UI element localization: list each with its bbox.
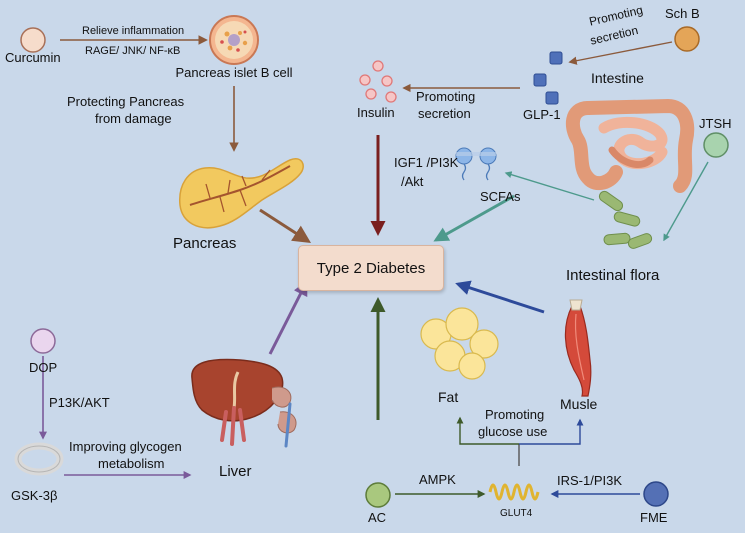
arrow-glut4-fat [456, 416, 519, 445]
protecting-pancreas-label-1: Protecting Pancreas [67, 94, 185, 109]
glp1-icon [533, 51, 563, 105]
igf1-label-2: /Akt [401, 174, 424, 189]
gsk-label: GSK-3β [11, 488, 58, 503]
pancreas-label: Pancreas [173, 235, 237, 252]
arrow-scfas-t2d [433, 194, 515, 242]
irs1-label: IRS-1/PI3K [557, 473, 623, 488]
liver-label: Liver [219, 463, 252, 480]
schb-label: Sch B [665, 6, 700, 21]
intestinal-flora-label: Intestinal flora [566, 267, 660, 284]
glut4-icon [488, 483, 540, 501]
igf1-label-1: IGF1 /PI3K [394, 155, 459, 170]
glp1-label: GLP-1 [523, 107, 561, 122]
promoting-secretion-insulin-1: Promoting [416, 89, 476, 104]
promoting-secretion-insulin-2: secretion [418, 106, 471, 121]
improving-glycogen-label-2: metabolism [98, 456, 165, 471]
relieve-inflammation-label: Relieve inflammation [82, 25, 185, 37]
glut4-label: GLUT4 [500, 508, 533, 519]
fat-icon [420, 307, 499, 380]
arrow-muscle-t2d [455, 280, 545, 314]
arrow-schb-glp1 [568, 41, 673, 65]
p13k-akt-label: P13K/AKT [49, 395, 110, 410]
arrow-liver-t2d [268, 280, 308, 355]
scfas-label: SCFAs [480, 189, 521, 204]
jtsh-label: JTSH [699, 116, 732, 131]
pancreas-islet-label: Pancreas islet B cell [175, 65, 293, 80]
pancreas-icon [179, 158, 304, 229]
intestinal-flora-icon [598, 190, 653, 249]
type2-diabetes-label: Type 2 Diabetes [316, 259, 426, 277]
liver-icon [191, 358, 297, 448]
protecting-pancreas-label-2: from damage [95, 111, 172, 126]
fat-label: Fat [438, 389, 459, 405]
ac-node-icon [365, 482, 391, 508]
ampk-label: AMPK [419, 472, 456, 487]
arrow-glut4-muscle [519, 418, 584, 445]
type2-diabetes-box: Type 2 Diabetes [298, 245, 444, 291]
arrow-jtsh-flora [663, 161, 709, 242]
scfas-icon [455, 147, 497, 181]
muscle-label: Musle [560, 396, 598, 412]
promoting-glucose-label-1: Promoting [485, 407, 545, 422]
arrow-pancreas-t2d [259, 208, 312, 243]
ac-label: AC [368, 510, 387, 525]
intestine-icon [565, 98, 695, 193]
dop-node-icon [30, 328, 56, 354]
fme-node-icon [643, 481, 669, 507]
muscle-icon [564, 299, 592, 397]
arrow-flora-scfas [504, 171, 595, 201]
insulin-label: Insulin [357, 105, 395, 120]
islet-cell-icon [209, 15, 259, 65]
intestine-label: Intestine [591, 70, 644, 86]
dop-label: DOP [29, 360, 58, 375]
fme-label: FME [640, 510, 668, 525]
insulin-icon [359, 60, 397, 103]
improving-glycogen-label-1: Improving glycogen [69, 439, 182, 454]
schb-node-icon [674, 26, 700, 52]
curcumin-node-icon [20, 27, 46, 53]
curcumin-label: Curcumin [5, 50, 61, 65]
rage-pathway-label: RAGE/ JNK/ NF-κB [85, 45, 181, 57]
gsk-icon [14, 442, 64, 476]
jtsh-node-icon [703, 132, 729, 158]
promoting-glucose-label-2: glucose use [478, 424, 548, 439]
